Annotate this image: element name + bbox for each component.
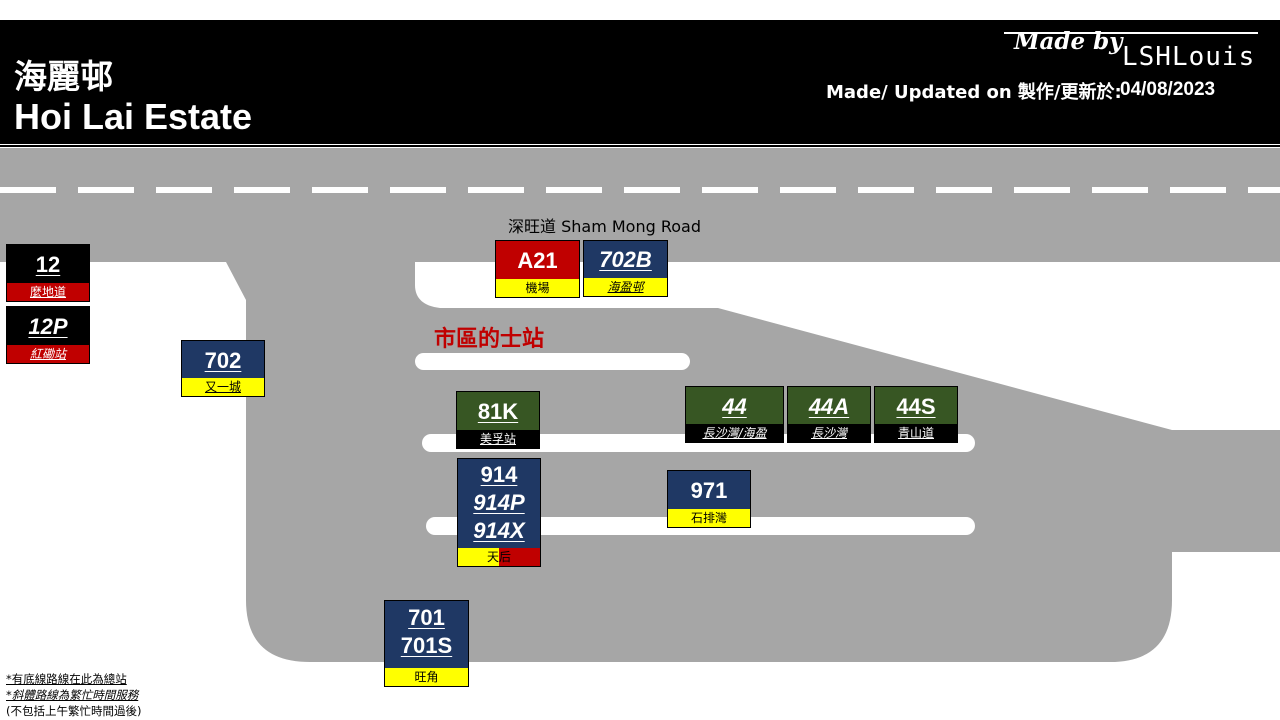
route-number: 44A: [808, 394, 850, 419]
route-stop-914: 914 914P 914X 天后: [457, 458, 541, 567]
route-number: 12P: [28, 314, 68, 339]
route-number: 701: [408, 605, 445, 630]
estate-name-english: Hoi Lai Estate: [14, 96, 253, 137]
road-name-label: 深旺道 Sham Mong Road: [508, 217, 701, 236]
note-terminus: *有底線路線在此為總站: [6, 672, 127, 686]
destination-label: 天后: [458, 548, 540, 566]
author-name: LSHLouis: [1122, 42, 1256, 72]
header-divider: [0, 145, 1280, 147]
route-number: 914P: [473, 490, 525, 515]
destination-label: 旺角: [385, 668, 468, 686]
route-stop-a21: A21 機場: [495, 240, 580, 298]
destination-label: 麼地道: [7, 283, 89, 301]
note-exception: (不包括上午繁忙時間過後): [6, 704, 142, 718]
destination-label: 紅磡站: [7, 345, 89, 363]
route-stop-44s: 44S 青山道: [874, 386, 958, 443]
updated-date: 04/08/2023: [1120, 79, 1216, 100]
route-number: 914: [480, 462, 518, 487]
route-number: 701S: [400, 633, 453, 658]
updated-label: Made/ Updated on 製作/更新於:: [826, 82, 1122, 103]
route-stop-971: 971 石排灣: [667, 470, 751, 528]
destination-label: 青山道: [875, 424, 957, 442]
route-stop-44a: 44A 長沙灣: [787, 386, 871, 443]
route-number: 702B: [599, 247, 652, 272]
destination-label: 石排灣: [668, 509, 750, 527]
destination-label: 美孚站: [457, 430, 539, 448]
route-number: 971: [690, 478, 728, 503]
route-number: 914X: [473, 518, 525, 543]
estate-name-chinese: 海麗邨: [14, 57, 113, 96]
route-number: 44S: [896, 394, 936, 419]
route-number: A21: [517, 248, 558, 273]
destination-label: 海盈邨: [584, 278, 667, 296]
destination-label: 長沙灣: [788, 424, 870, 442]
route-stop-12: 12 麼地道: [6, 244, 90, 302]
taxi-stand-label: 市區的士站: [434, 327, 545, 352]
route-stop-702: 702 又一城: [181, 340, 265, 397]
route-stop-701: 701 701S 旺角: [384, 600, 469, 687]
legend-notes: *有底線路線在此為總站 *斜體路線為繁忙時間服務 (不包括上午繁忙時間過後): [6, 671, 141, 719]
route-number: 12: [35, 252, 61, 277]
made-by-label: Made by: [1014, 28, 1123, 55]
route-number: 81K: [477, 399, 519, 424]
destination-label: 長沙灣/海盈: [686, 424, 783, 442]
author-underline: [1004, 32, 1258, 34]
route-stop-702b: 702B 海盈邨: [583, 240, 668, 297]
destination-label: 又一城: [182, 378, 264, 396]
header-banner: 海麗邨 Hoi Lai Estate Made by LSHLouis Made…: [0, 20, 1280, 144]
destination-label: 機場: [496, 279, 579, 297]
note-peak-service: *斜體路線為繁忙時間服務: [6, 688, 139, 702]
route-number: 44: [722, 394, 747, 419]
island-taxi: [415, 353, 690, 370]
route-stop-12p: 12P 紅磡站: [6, 306, 90, 364]
route-stop-81k: 81K 美孚站: [456, 391, 540, 449]
route-stop-44: 44 長沙灣/海盈: [685, 386, 784, 443]
route-number: 702: [204, 348, 242, 373]
